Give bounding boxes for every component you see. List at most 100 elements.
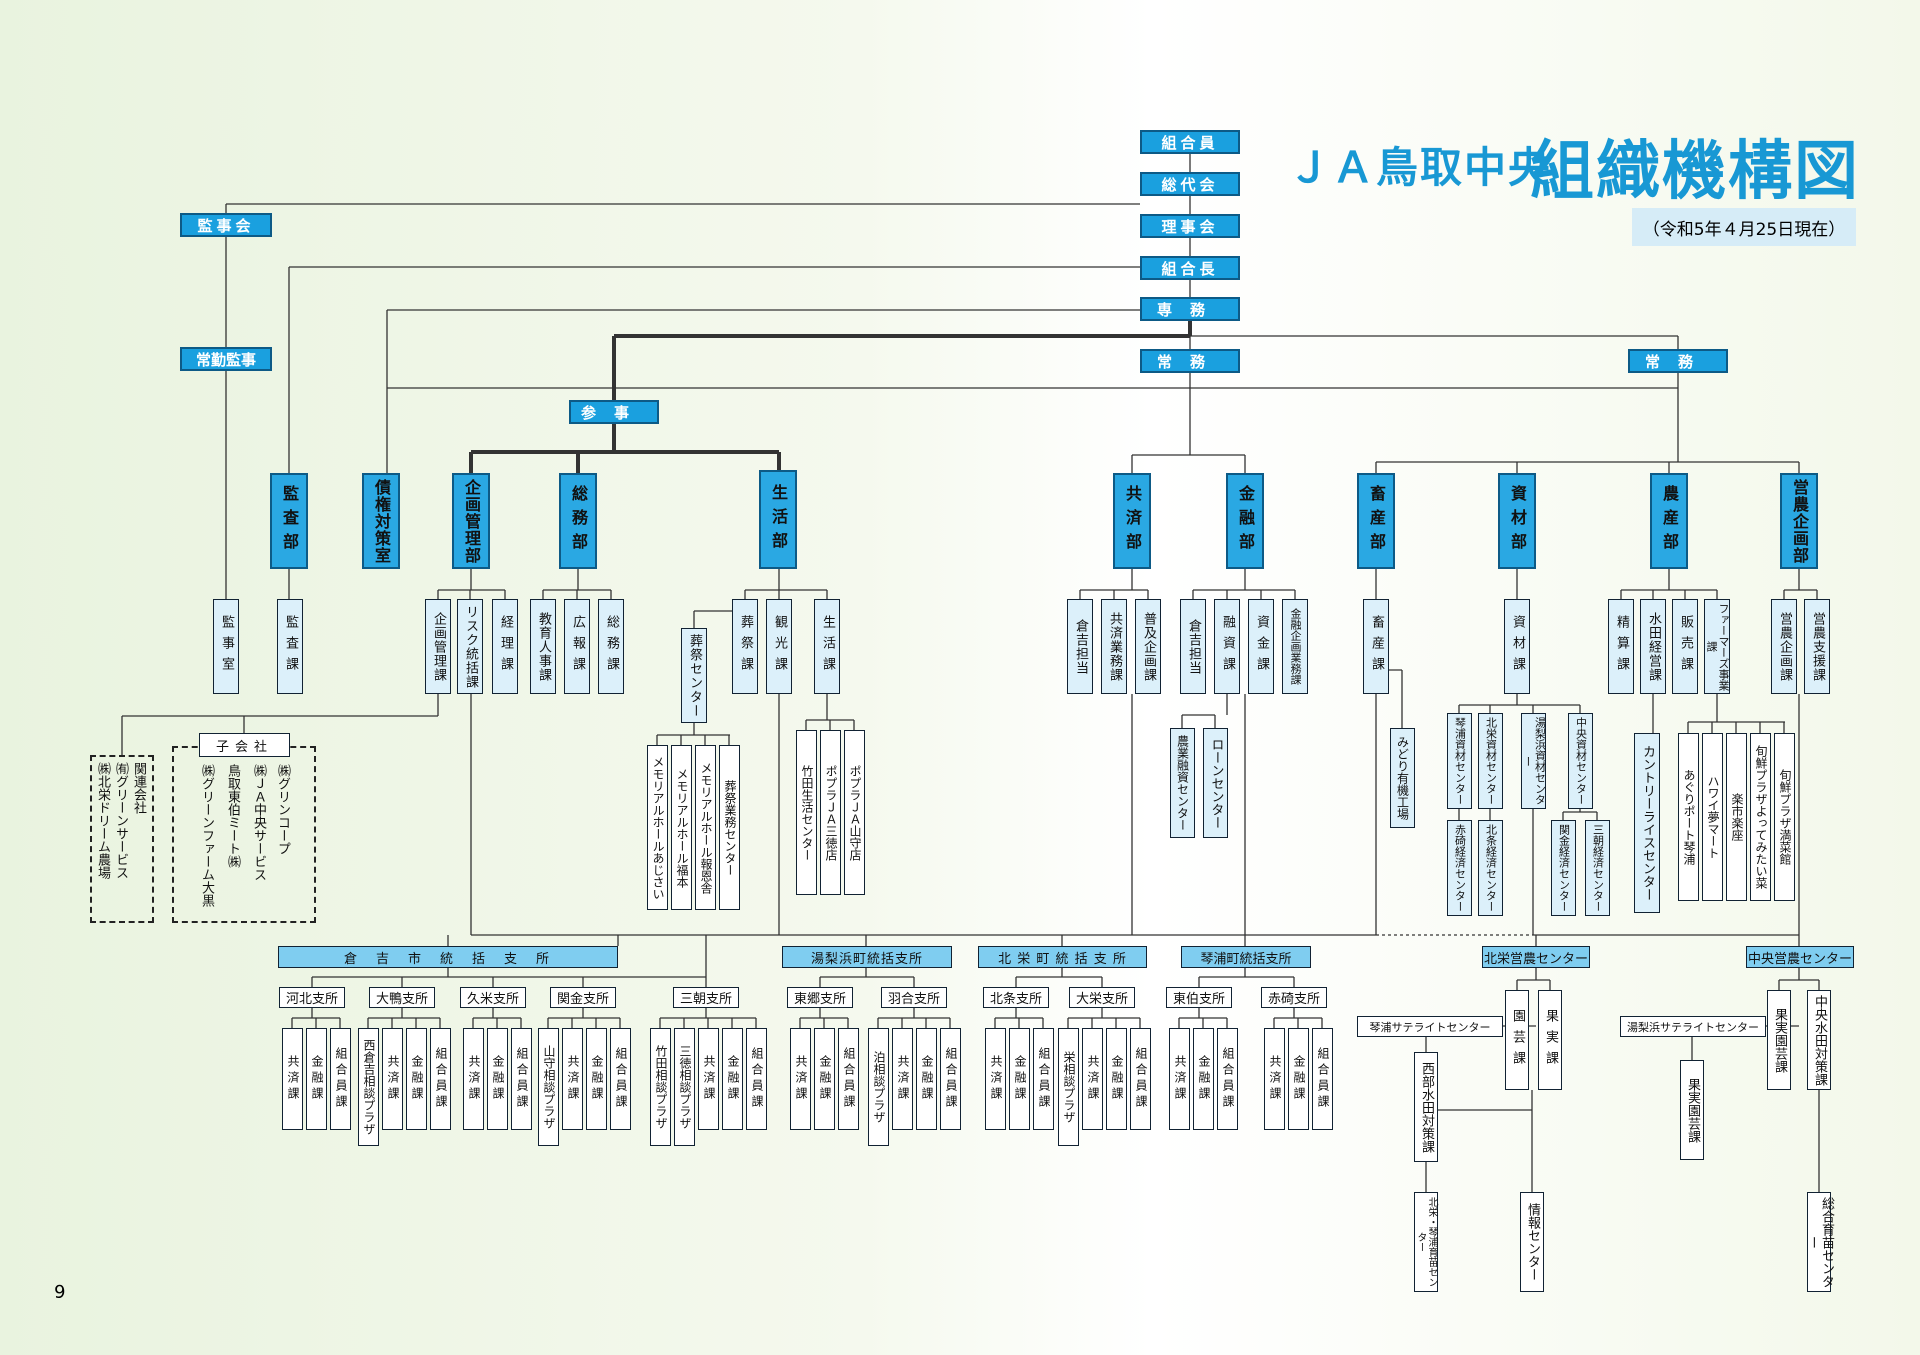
branch-unit: 組合員課: [330, 1028, 351, 1130]
branch-unit: 組合員課: [430, 1028, 451, 1130]
yurihama-tokatsu: 湯梨浜町統括支所: [782, 946, 952, 968]
hokuei-tokatsu: 北 栄 町 統 括 支 所: [978, 946, 1147, 968]
kurayoshi-tokatsu: 倉 吉 市 統 括 支 所: [278, 946, 618, 968]
memorial-hoonsha: メモリアルホール報恩舎: [695, 745, 716, 910]
branch-unit: 泊相談プラザ: [868, 1028, 889, 1146]
sec-eino-kikaku: 営農企画課: [1771, 599, 1797, 694]
branch-unit: 共済課: [790, 1028, 811, 1130]
jomu1-box: 常務: [1140, 349, 1240, 373]
branch-unit: 組合員課: [1312, 1028, 1333, 1130]
branch-unit: 組合員課: [1130, 1028, 1151, 1130]
akasaki-keizai: 赤碕経済センター: [1447, 820, 1472, 916]
country-rice: カントリーライスセンター: [1634, 733, 1660, 913]
yurihama-kajitsu: 果実園芸課: [1680, 1060, 1704, 1160]
dept-saiken: 債権対策室: [362, 473, 400, 569]
sec-kyosai-gyomu: 共済業務課: [1101, 599, 1127, 694]
hokuei-engei: 園芸課: [1505, 990, 1529, 1090]
jomu2-box: 常務: [1628, 349, 1728, 373]
hokuei-kajitsu: 果実課: [1538, 990, 1562, 1090]
sosai-center: 葬祭センター: [681, 628, 707, 723]
sec-eino-shien: 営農支援課: [1804, 599, 1830, 694]
branch-unit: 金融課: [1193, 1028, 1214, 1130]
page-number: 6: [54, 1280, 66, 1301]
kumiaicho-box: 組合長: [1140, 256, 1240, 280]
branch-unit: 三徳相談プラザ: [674, 1028, 695, 1146]
branch-unit: 組合員課: [940, 1028, 961, 1130]
sec-seisan: 精算課: [1608, 599, 1634, 694]
as-of-date: （令和5年４月25日現在）: [1632, 208, 1856, 246]
sec-kikaku-kanri: 企画管理課: [425, 599, 451, 694]
branch-unit: 共済課: [463, 1028, 484, 1130]
branch-unit: 金融課: [722, 1028, 743, 1130]
chart-title: 組織機構図: [1530, 135, 1860, 209]
hawaii-yume: ハワイ夢マート: [1702, 733, 1723, 901]
sogo-ikubyo: 総合育苗センター: [1805, 1192, 1834, 1292]
branch-unit: 西倉吉相談プラザ: [358, 1028, 379, 1146]
sec-kansaka: 監査課: [277, 599, 303, 694]
branch-unit: 金融課: [586, 1028, 607, 1130]
sec-shizai: 資材課: [1504, 599, 1530, 694]
branch-unit: 共済課: [1082, 1028, 1103, 1130]
misasa-keizai: 三朝経済センター: [1585, 820, 1610, 916]
sec-sosai: 葬祭課: [732, 599, 758, 694]
sec-kinyu-kurayoshi: 倉吉担当: [1180, 599, 1206, 694]
yottemitaina: 旬鮮プラザよってみたい菜: [1750, 733, 1771, 901]
sec-kinyu-kikaku: 金融企画業務課: [1282, 599, 1308, 694]
kanren-group: [90, 755, 154, 923]
branch-unit: 組合員課: [1217, 1028, 1238, 1130]
kahoku-shisho: 河北支所: [279, 987, 345, 1008]
kanren-item-1: ㈲グリーンサービス: [113, 762, 128, 879]
jokin-kanji-box: 常勤監事: [180, 347, 272, 371]
branch-unit: 山守相談プラザ: [538, 1028, 559, 1146]
branch-unit: 金融課: [1288, 1028, 1309, 1130]
dept-kinyu: 金融部: [1226, 473, 1264, 569]
branch-unit: 共済課: [1264, 1028, 1285, 1130]
kogaisha-item-4: ㈱グリーンファーム大黒: [199, 764, 214, 907]
kanren-label: 関連会社: [131, 762, 146, 814]
kogaisha-item-3: 鳥取東伯ミート㈱: [225, 764, 240, 868]
branch-unit: 共済課: [892, 1028, 913, 1130]
hojo-keizai: 北条経済センター: [1478, 820, 1503, 916]
misasa-shisho: 三朝支所: [673, 987, 739, 1008]
dept-shizai: 資材部: [1498, 473, 1536, 569]
tohaku-shisho: 東伯支所: [1166, 987, 1232, 1008]
sanji-box: 参事: [569, 400, 659, 424]
akasaki-shisho: 赤碕支所: [1261, 987, 1327, 1008]
kogaisha-group: [172, 746, 316, 923]
sekigane-keizai: 関金経済センター: [1551, 820, 1576, 916]
joho-center: 情報センター: [1520, 1192, 1544, 1292]
popura-mitoku: ポプラＪＡ三徳店: [820, 730, 841, 895]
dept-nosan: 農産部: [1650, 473, 1688, 569]
dept-kyosai: 共済部: [1113, 473, 1151, 569]
kotoura-shizai: 琴浦資材センター: [1447, 713, 1472, 809]
chuo-kajitsu-engei: 果実園芸課: [1767, 990, 1791, 1090]
branch-unit: 共済課: [698, 1028, 719, 1130]
dept-somu: 総務部: [559, 473, 597, 569]
sec-somu: 総務課: [598, 599, 624, 694]
branch-unit: 組合員課: [511, 1028, 532, 1130]
takeda-seikatsu: 竹田生活センター: [796, 730, 817, 895]
daiei-shisho: 大栄支所: [1069, 987, 1135, 1008]
chuo-suiden: 中央水田対策課: [1807, 990, 1831, 1090]
org-name: ＪＡ鳥取中央: [1288, 143, 1553, 192]
branch-unit: 金融課: [1106, 1028, 1127, 1130]
rijikai-box: 理事会: [1140, 214, 1240, 238]
yurihama-satellite: 湯梨浜サテライトセンター: [1620, 1016, 1766, 1037]
kumiaiin-box: 組合員: [1140, 130, 1240, 154]
nogyo-yushi-center: 農業融資センター: [1170, 728, 1195, 838]
mansaikan: 旬鮮プラザ満菜館: [1774, 733, 1795, 901]
kotoura-tokatsu: 琴浦町統括支所: [1181, 946, 1311, 968]
branch-unit: 金融課: [1009, 1028, 1030, 1130]
agri-port: あぐりポート琴浦: [1678, 733, 1699, 901]
chuo-shizai: 中央資材センター: [1568, 713, 1593, 809]
ogamo-shisho: 大鴨支所: [369, 987, 435, 1008]
branch-unit: 竹田相談プラザ: [650, 1028, 671, 1146]
branch-unit: 共済課: [562, 1028, 583, 1130]
branch-unit: 組合員課: [838, 1028, 859, 1130]
kogaisha-item-1: ㈱グリンコープ: [275, 764, 290, 855]
sec-keiri: 経理課: [492, 599, 518, 694]
hokuei-eino-center: 北栄営農センター: [1482, 946, 1590, 968]
sec-farmers: ファーマーズ事業課: [1704, 599, 1730, 694]
